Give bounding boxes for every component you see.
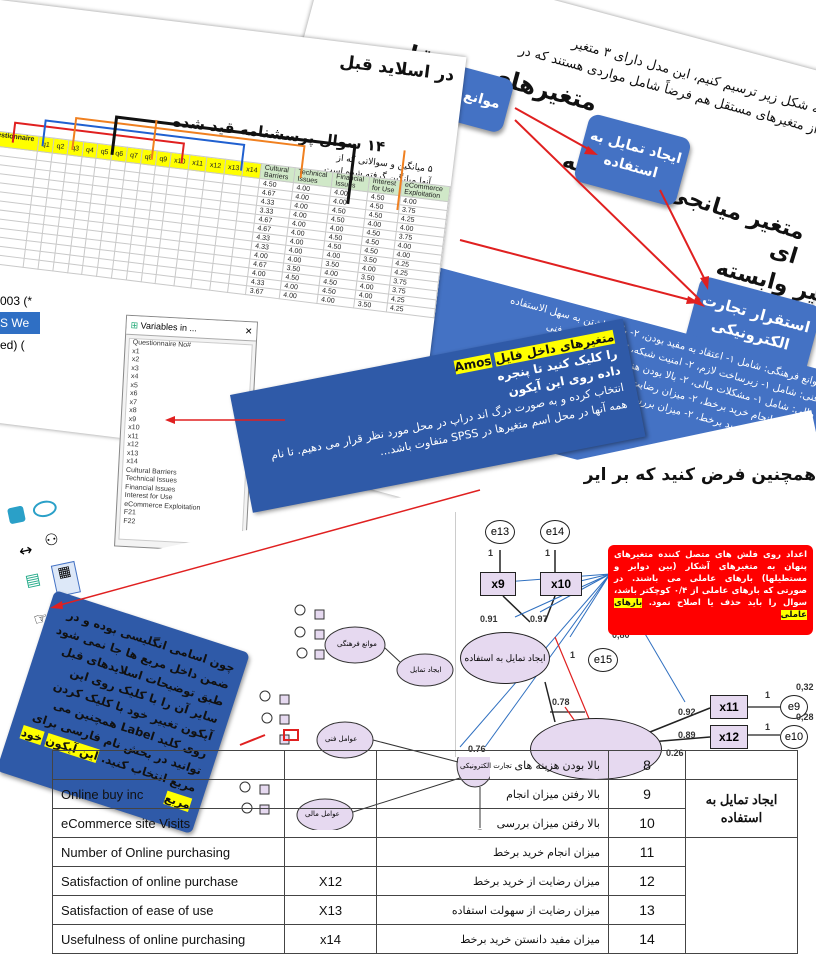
- table-cell-fa: بالا بودن هزینه های: [376, 750, 609, 780]
- table-cell-fa: بالا رفتن میزان انجام: [376, 779, 609, 809]
- table-cell-x: [284, 750, 377, 780]
- factor-loading-note: اعداد روی فلش های متصل کننده متغیرهای پن…: [608, 545, 813, 635]
- path-078: 0.78: [552, 697, 570, 707]
- table-cell-en: Online buy inc: [52, 779, 285, 809]
- front-slide-title: همچنین فرض کنید که بر ایر: [583, 465, 816, 485]
- variables-panel-titlebar[interactable]: ⊞ Variables in ... ✕: [126, 315, 257, 342]
- loading-089: 0.89: [678, 730, 696, 740]
- box-intention-label: ایجاد تمایل به استفاده: [588, 127, 684, 182]
- fixed-one: 1: [765, 690, 771, 700]
- table-cell-en: Number of Online purchasing: [52, 837, 285, 867]
- path-076: 0.76: [468, 744, 486, 754]
- table-cell-en: eCommerce site Visits: [52, 808, 285, 838]
- table-cell-fa: میزان انجام خرید برخط: [376, 837, 609, 867]
- node-e15[interactable]: e15: [588, 648, 618, 672]
- close-icon[interactable]: ✕: [244, 325, 253, 337]
- node-x12[interactable]: x12: [710, 725, 748, 749]
- table-cell-num: 9: [608, 779, 686, 809]
- variables-panel-title: Variables in ...: [140, 320, 198, 334]
- tool-list-icon[interactable]: ▤: [23, 568, 43, 591]
- tool-ellipse-icon[interactable]: [31, 498, 59, 520]
- fragment-line: ed) (: [0, 338, 25, 352]
- node-x10[interactable]: x10: [540, 572, 582, 596]
- node-x11[interactable]: x11: [710, 695, 748, 719]
- table-cell-num: 8: [608, 750, 686, 780]
- loading-091: 0.91: [480, 614, 498, 624]
- table-cell-group: [685, 750, 798, 780]
- r2-028: 0,28: [796, 712, 814, 722]
- r2-080: 0,80: [612, 630, 630, 640]
- table-cell-group: [685, 837, 798, 954]
- table-cell-en: [52, 750, 285, 780]
- table-cell-x: X13: [284, 895, 377, 925]
- table-cell-x: [284, 808, 377, 838]
- small-model-label: عوامل فنی: [325, 735, 358, 743]
- middle-title-text: در اسلاید قبل: [338, 51, 456, 86]
- table-row: Number of Online purchasing میزان انجام خ…: [52, 837, 798, 954]
- fragment-line: S We: [0, 312, 40, 334]
- table-cell-x: [284, 779, 377, 809]
- node-e9[interactable]: e9: [780, 695, 808, 719]
- table-cell-en: Satisfaction of online purchase: [52, 866, 285, 896]
- panel-icon: ⊞: [130, 319, 139, 331]
- node-e10[interactable]: e10: [780, 725, 808, 749]
- group-brackets: [11, 114, 407, 211]
- fragment-line: 003 (*: [0, 294, 33, 308]
- tool-tree-icon[interactable]: ⚇: [42, 528, 61, 551]
- middle-slide: در اسلاید قبل ۱۴ سوال پرسشنامه قید شده ۵…: [0, 0, 467, 475]
- loading-097: 0.97: [530, 614, 548, 624]
- node-x9[interactable]: x9: [480, 572, 516, 596]
- table-row: eCommerce site Visits بالا رفتن میزان برر…: [52, 808, 798, 838]
- table-cell-num: 11: [608, 837, 686, 867]
- fixed-one: 1: [765, 722, 771, 732]
- table-cell-group: ایجاد تمایل به استفاده: [685, 779, 798, 838]
- small-model-label: موانع فرهنگی: [337, 640, 377, 648]
- spss-window-fragment: 003 (* S We ed) (: [0, 290, 40, 380]
- fixed-one: 1: [545, 548, 551, 558]
- table-cell-fa: میزان رضایت از خرید برخط: [376, 866, 609, 896]
- latin-highlight-2: خود: [19, 725, 45, 745]
- tool-arrow-icon[interactable]: ↔: [17, 539, 35, 561]
- table-cell-num: 10: [608, 808, 686, 838]
- table-cell-num: 14: [608, 924, 686, 954]
- node-e14[interactable]: e14: [540, 520, 570, 544]
- node-e13[interactable]: e13: [485, 520, 515, 544]
- table-cell-fa: بالا رفتن میزان بررسی: [376, 808, 609, 838]
- node-intention[interactable]: ایجاد تمایل به استفاده: [460, 632, 550, 684]
- table-cell-x: X12: [284, 866, 377, 896]
- factor-loading-note-text: اعداد روی فلش های متصل کننده متغیرهای پن…: [614, 550, 807, 608]
- table-cell-num: 12: [608, 866, 686, 896]
- table-cell-fa: میزان مفید دانستن خرید برخط: [376, 924, 609, 954]
- fixed-one: 1: [570, 650, 576, 660]
- table-cell-en: Usefulness of online purchasing: [52, 924, 285, 954]
- loading-092: 0.92: [678, 707, 696, 717]
- table-cell-x: [284, 837, 377, 867]
- table-cell-en: Satisfaction of ease of use: [52, 895, 285, 925]
- r2-032: 0,32: [796, 682, 814, 692]
- table-cell-x: x14: [284, 924, 377, 954]
- variables-panel[interactable]: ⊞ Variables in ... ✕ Questionnaire No#x1…: [114, 314, 258, 554]
- table-cell-fa: میزان رضایت از سهولت استفاده: [376, 895, 609, 925]
- small-model-label: ایجاد تمایل: [410, 666, 442, 674]
- table-cell-num: 13: [608, 895, 686, 925]
- fixed-one: 1: [488, 548, 494, 558]
- tool-rect-icon[interactable]: [6, 505, 26, 525]
